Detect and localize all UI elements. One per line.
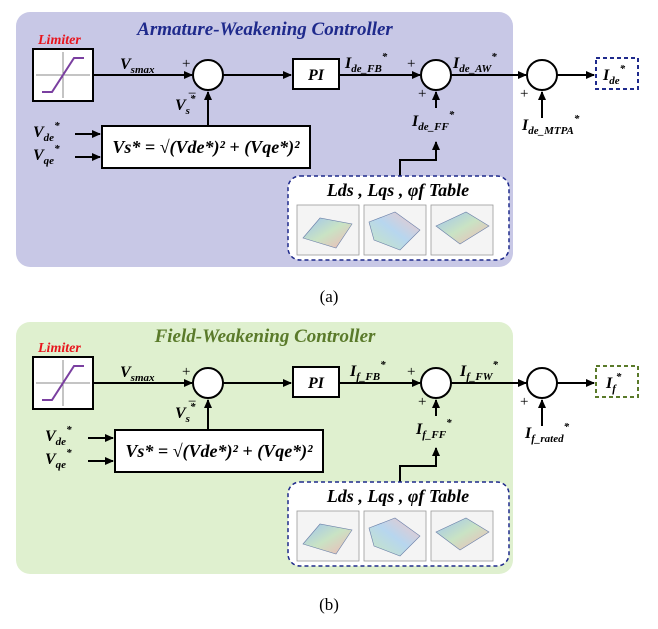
- surface-plot-icon: [368, 517, 421, 557]
- sum3-plus-sign: +: [520, 86, 528, 102]
- magnitude-equation-box: [114, 429, 324, 473]
- summing-junction-3: [526, 59, 558, 91]
- sum2-plus-sign-bottom: +: [418, 86, 426, 102]
- sum1-minus-sign: −: [188, 86, 196, 102]
- fw-current-label: If_FW*: [459, 359, 499, 383]
- pi-label: PI: [307, 375, 325, 392]
- vs-label: Vs*: [175, 401, 196, 425]
- surface-plot-thumbnails: [296, 510, 494, 562]
- panel-b: Field-Weakening Controller Limiter Vsmax…: [16, 322, 639, 614]
- vqe-input-label: Vqe*: [33, 143, 60, 167]
- feedback-current-label: If_FB*: [349, 359, 386, 383]
- sum3-plus-sign: +: [520, 394, 528, 410]
- panel-a: Armature-Weakening Controller Limiter Vs…: [16, 12, 639, 306]
- feedback-current-label: Ide_FB*: [344, 51, 388, 75]
- output-box: [595, 57, 639, 90]
- vde-input-label: Vde*: [33, 120, 60, 144]
- vqe-input-label: Vqe*: [45, 447, 72, 471]
- sum2-plus-sign: +: [407, 364, 415, 380]
- output-label: If*: [605, 371, 622, 395]
- sum2-plus-sign-bottom: +: [418, 394, 426, 410]
- saturation-curve-icon: [42, 57, 84, 93]
- ff-current-label: Ide_FF*: [411, 109, 455, 133]
- surface-plot-icon: [302, 523, 353, 555]
- summing-junction-1: [192, 367, 224, 399]
- pi-label: PI: [307, 67, 325, 84]
- sum2-plus-sign: +: [407, 56, 415, 72]
- lookup-table-title: Lds , Lqs , φf Table: [326, 180, 469, 200]
- rated-current-label: If_rated*: [524, 421, 570, 445]
- summing-junction-1: [192, 59, 224, 91]
- vsmax-label: Vsmax: [120, 56, 155, 76]
- surface-plot-icon: [296, 204, 360, 256]
- output-box: [595, 365, 639, 398]
- surface-plot-icon: [435, 211, 490, 245]
- magnitude-equation: Vs* = √(Vde*)² + (Vqe*)²: [112, 137, 300, 158]
- vs-label: Vs*: [175, 93, 196, 117]
- surface-plot-thumbnails: [296, 204, 494, 256]
- surface-plot-icon: [435, 517, 490, 551]
- lookup-table-title: Lds , Lqs , φf Table: [326, 486, 469, 506]
- magnitude-equation-box: [101, 125, 311, 169]
- saturation-curve-icon: [42, 365, 84, 401]
- output-label: Ide*: [602, 63, 626, 87]
- aw-current-label: Ide_AW*: [452, 51, 497, 75]
- limiter-label: Limiter: [37, 33, 81, 48]
- sum1-minus-sign: −: [188, 394, 196, 410]
- vsmax-label: Vsmax: [120, 364, 155, 384]
- panel-b-title: Field-Weakening Controller: [154, 326, 376, 347]
- limiter-label: Limiter: [37, 341, 81, 356]
- panel-a-title: Armature-Weakening Controller: [136, 19, 393, 40]
- sum1-plus-sign: +: [182, 56, 190, 72]
- ff-current-label: If_FF*: [415, 417, 452, 441]
- vde-input-label: Vde*: [45, 424, 72, 448]
- surface-plot-icon: [368, 211, 421, 251]
- limiter-block: [32, 356, 94, 410]
- sum1-plus-sign: +: [182, 364, 190, 380]
- mtpa-label: Ide_MTPA*: [521, 113, 580, 137]
- summing-junction-3: [526, 367, 558, 399]
- panel-b-caption: (b): [319, 595, 339, 614]
- limiter-block: [32, 48, 94, 102]
- panel-a-caption: (a): [320, 287, 339, 306]
- magnitude-equation: Vs* = √(Vde*)² + (Vqe*)²: [125, 441, 313, 462]
- surface-plot-icon: [302, 217, 353, 249]
